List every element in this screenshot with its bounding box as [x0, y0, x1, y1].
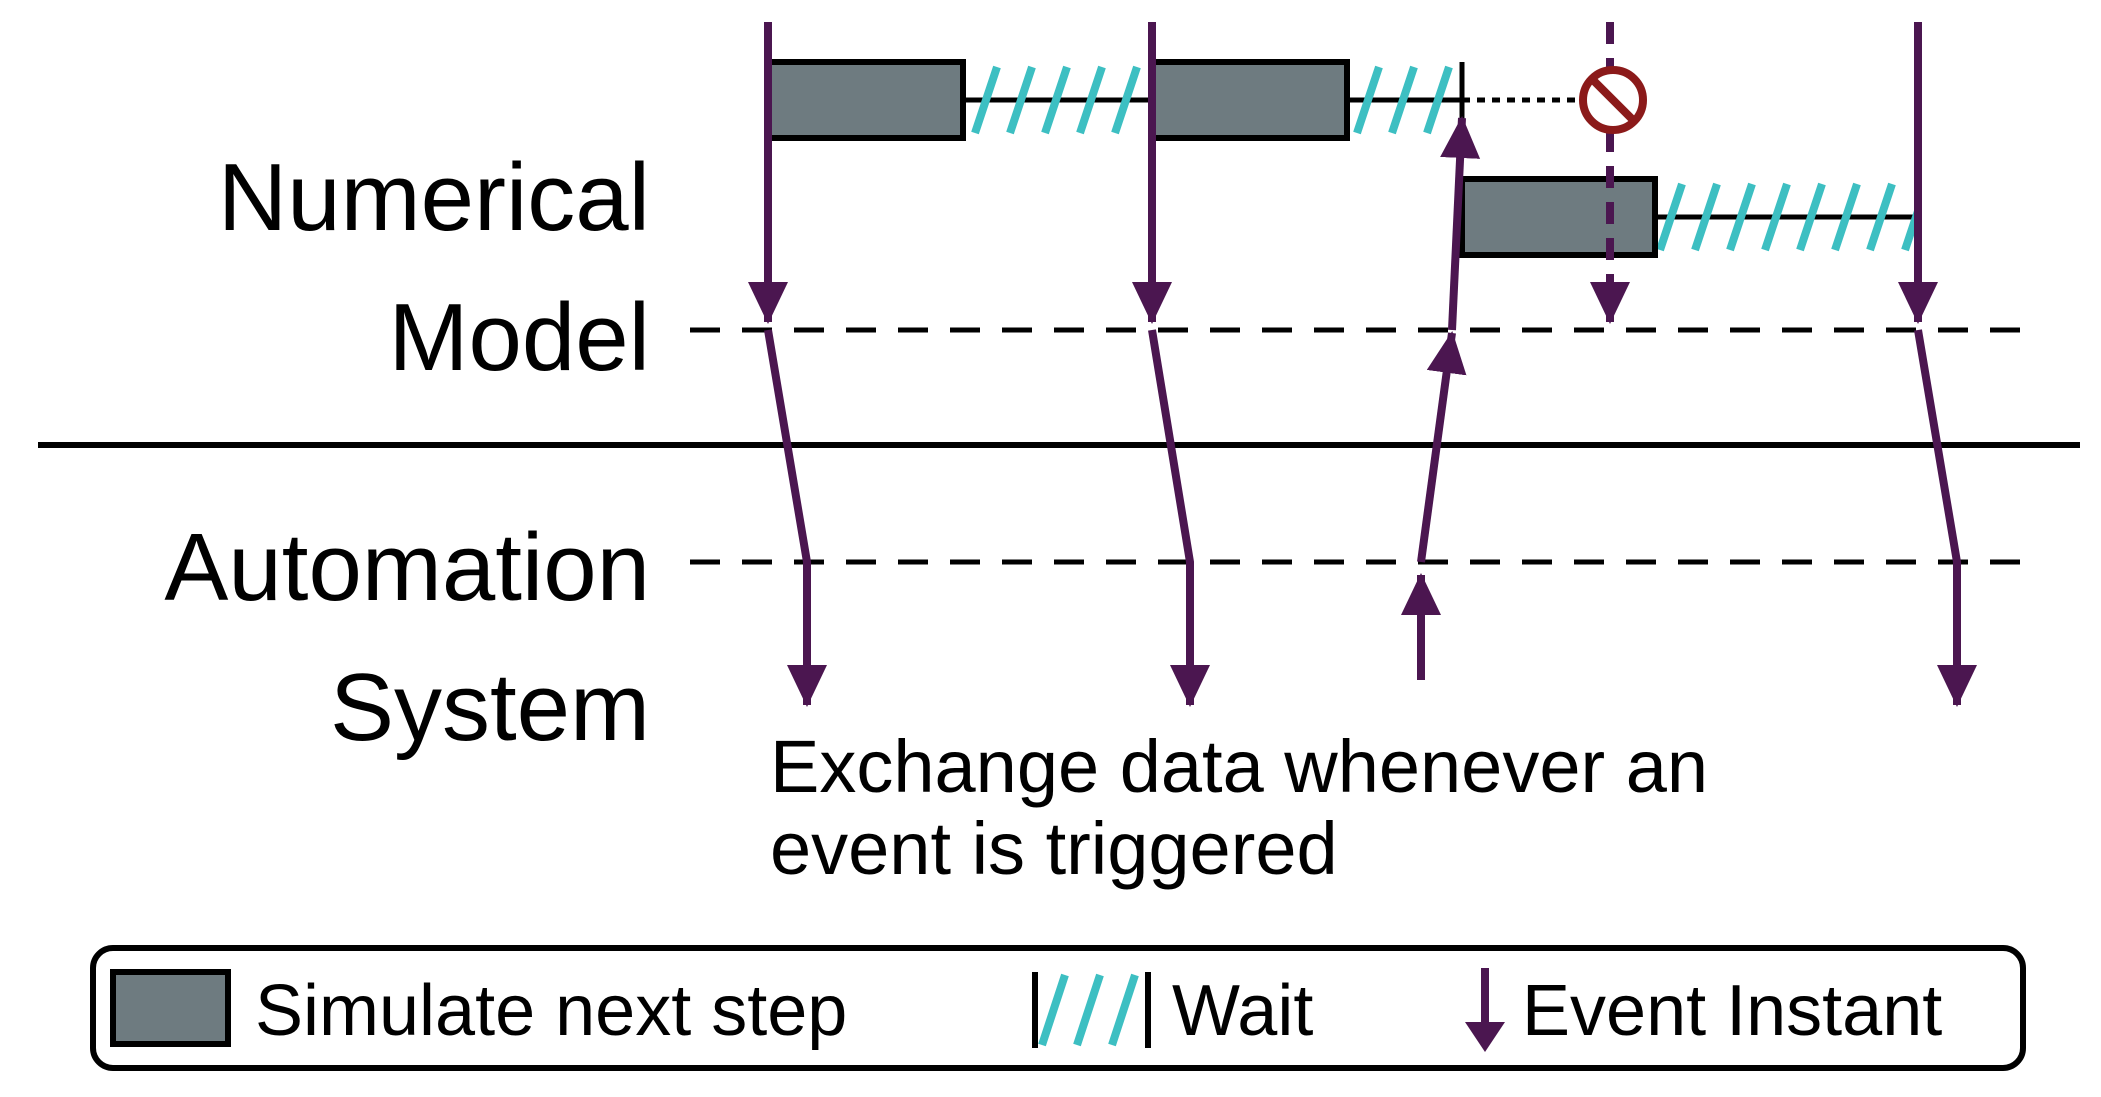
wait-hatch: [971, 65, 1141, 135]
legend-simulate-swatch: [110, 969, 231, 1047]
automation-system-label: Automation System: [164, 514, 650, 761]
event-transfer-line: [764, 329, 827, 707]
step-2: [1149, 59, 1590, 141]
event-transfer-line: [1417, 331, 1467, 563]
step-3: [1459, 176, 1922, 258]
legend-event-label: Event Instant: [1522, 971, 1942, 1051]
numerical-model-label: Numerical Model: [218, 144, 650, 391]
automation-system-label-line2: System: [330, 654, 650, 761]
event-transfer-line: [1148, 329, 1210, 707]
event-2: [1132, 22, 1210, 707]
caption-line2: event is triggered: [770, 807, 1338, 890]
event-4-cancelled: [1579, 22, 1647, 324]
wait-hatch: [1353, 65, 1453, 135]
legend-wait-symbol: [1032, 972, 1151, 1048]
event-1: [748, 22, 827, 707]
numerical-model-label-line2: Model: [389, 284, 650, 391]
legend-event-arrow-icon: [1465, 968, 1505, 1052]
event-5: [1898, 22, 1977, 707]
caption: Exchange data whenever an event is trigg…: [770, 725, 1708, 890]
event-3-upward: [1401, 116, 1481, 680]
legend-wait-label: Wait: [1172, 971, 1313, 1051]
cancel-icon: [1579, 66, 1647, 134]
simulate-step-block: [1459, 176, 1658, 258]
simulate-step-block: [765, 59, 966, 141]
legend: Simulate next step Wait Event Instant: [90, 945, 2026, 1071]
caption-line1: Exchange data whenever an: [770, 725, 1708, 808]
legend-simulate-label: Simulate next step: [255, 971, 847, 1051]
step-1: [765, 59, 1152, 141]
simulate-step-block: [1149, 59, 1350, 141]
automation-system-label-line1: Automation: [164, 514, 650, 621]
numerical-model-label-line1: Numerical: [218, 144, 650, 251]
event-arrow-up: [1440, 116, 1481, 331]
event-transfer-line: [1914, 329, 1977, 707]
